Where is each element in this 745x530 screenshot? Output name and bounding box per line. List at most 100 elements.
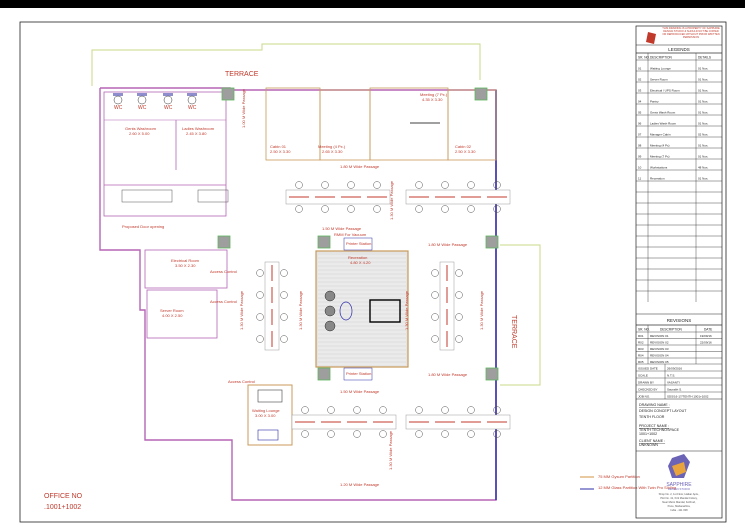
client-name: UNKNOWN <box>639 443 658 447</box>
company-address-line: India - 411 038 <box>670 508 688 512</box>
revision-no: R04 <box>638 353 644 357</box>
revision-description: REVISION 02 <box>650 340 669 344</box>
passage-130-label-5: 1.30 M Wide Passage <box>404 290 409 330</box>
structural-column <box>217 235 231 249</box>
wc-label: WC <box>114 105 123 111</box>
chair-icon <box>256 313 264 321</box>
chair-icon <box>347 205 355 213</box>
pantry-counter <box>121 189 173 203</box>
passage-130-label-2: 1.30 M Wide Passage <box>389 180 394 220</box>
legend-details: 01 Nos. <box>698 154 709 158</box>
drawing-name-2: TENTH FLOOR <box>639 415 665 419</box>
legend-description: Waiting Lounge <box>650 66 671 70</box>
chair-icon <box>280 291 288 299</box>
project-name-1: TENTH TECHNOSPACE <box>639 428 680 432</box>
terrace-outline-top <box>91 43 481 86</box>
legend-header: DESCRIPTION <box>650 55 672 59</box>
sofa <box>257 389 283 403</box>
chair-icon <box>493 430 501 438</box>
info-value: SDS/16-17/TENTH 1001+1002 <box>667 394 709 398</box>
meeting-7-label: Meeting (7 Px.) <box>420 92 448 97</box>
chair-icon <box>431 335 439 343</box>
copyright-notice: THIS DRAWING IS A PROPERTY OF SAPPHIRE D… <box>662 27 720 39</box>
info-value: N.T.S. <box>667 373 675 377</box>
info-label: CHECKED BY <box>638 387 658 391</box>
passage-130-label-3: 1.30 M Wide Passage <box>479 290 484 330</box>
printer-station-label-2: Printer Station <box>346 371 371 376</box>
toilet-block <box>103 91 227 217</box>
revision-no: R01 <box>638 334 644 338</box>
drawing-name-label: DRAWING NAME : <box>639 403 670 407</box>
structural-column <box>221 87 235 101</box>
legend-description: Meeting (4 Px) <box>650 143 670 147</box>
legend-no: 06 <box>638 121 642 125</box>
legend-description: Recreation <box>650 176 665 180</box>
legend-no: 01 <box>638 66 642 70</box>
chair-icon <box>467 430 475 438</box>
workstation-bench <box>291 414 397 430</box>
revision-no: R02 <box>638 340 644 344</box>
company-seal-icon <box>646 32 656 44</box>
chair-icon <box>321 181 329 189</box>
chair-icon <box>347 181 355 189</box>
cabin-02-size: 2.50 X 3.30 <box>455 149 476 154</box>
legend-details: 01 Nos. <box>698 110 709 114</box>
project-name-2: 1001+1002 <box>639 432 657 436</box>
legend-no: 03 <box>638 88 642 92</box>
legend-no: 07 <box>638 132 642 136</box>
legend-no: 08 <box>638 143 642 147</box>
proposed-door-label: Proposed Door opening <box>122 224 164 229</box>
workstation-bench <box>285 189 391 205</box>
passage-130-label: 1.30 M Wide Passage <box>239 290 244 330</box>
company-logo <box>668 454 690 478</box>
chair-icon <box>301 430 309 438</box>
revision-date: 19/09/16 <box>700 334 712 338</box>
printer-station-top <box>343 237 373 251</box>
chair-icon <box>455 335 463 343</box>
meeting-4-label: Meeting (4 Px.) <box>318 144 346 149</box>
gents-washroom-label: Gents Washroom <box>125 126 157 131</box>
workstation-bench <box>405 414 511 430</box>
gypsum-key-label: 75 MM Gysum Partition <box>598 474 640 479</box>
passage-180-label-2: 1.80 M Wide Passage <box>428 242 468 247</box>
legend-no: 05 <box>638 110 642 114</box>
company-address-line: Shop No. 2, 1st Floor, Hatkar Apts., <box>659 492 700 496</box>
toilet-bowl-icon <box>187 95 197 105</box>
chair-icon <box>467 181 475 189</box>
revision-header: SR. NO. <box>638 327 650 331</box>
toilet-icon <box>163 93 173 96</box>
electrical-room-label: Electrical Room <box>171 258 200 263</box>
structural-column <box>485 235 499 249</box>
structural-column <box>474 87 488 101</box>
legend-description: Meeting (7 Px) <box>650 154 670 158</box>
recreation-size: 4.80 X 4.20 <box>350 260 371 265</box>
toilet-bowl-icon <box>113 95 123 105</box>
cabin-02 <box>447 89 497 161</box>
printer-station-label: Printer Station <box>346 241 371 246</box>
toilet-icon <box>137 93 147 96</box>
passage-130-label-6: 1.30 M Wide Passage <box>388 430 393 470</box>
electrical-room-size: 3.50 X 2.30 <box>175 263 196 268</box>
revision-no: R05 <box>638 360 644 364</box>
cabin-01-label: Cabin 01 <box>270 144 287 149</box>
passage-150-label-2: 1.50 M Wide Passage <box>340 389 380 394</box>
info-label: DRAWN BY <box>638 380 654 384</box>
structural-column <box>317 235 331 249</box>
revision-description: REVISION 01 <box>650 334 669 338</box>
company-subname: DESIGN STUDIO <box>668 487 691 491</box>
chair-icon <box>441 406 449 414</box>
legend-details: 48 Nos. <box>698 165 709 169</box>
server-room <box>146 289 218 339</box>
structural-column <box>317 367 331 381</box>
legend-no: 11 <box>638 176 641 180</box>
chair-icon <box>467 406 475 414</box>
chair-icon <box>415 430 423 438</box>
company-address-line: Plot No. 41, Kirti Mandal Colony, <box>660 496 698 500</box>
glass-key-label: 12 MM Glass Partition With Twin Pro Slid… <box>598 485 676 490</box>
chair-icon <box>493 205 501 213</box>
chair-icon <box>455 313 463 321</box>
revision-description: REVISION 05 <box>650 360 669 364</box>
project-name-label: PROJECT NAME : <box>639 424 669 428</box>
printer-station-bottom <box>343 367 373 381</box>
